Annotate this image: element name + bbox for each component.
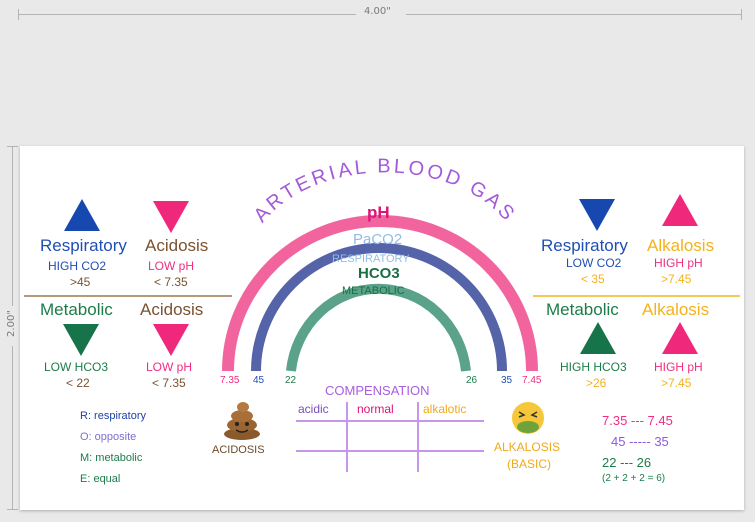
left-resp-value: HIGH CO2 [48,259,107,273]
rome-m: M: metabolic [80,452,143,464]
right-resp-threshold: < 35 [581,272,605,286]
rome-e: E: equal [80,473,121,485]
left-divider [24,295,232,297]
ph-down-arrow-icon [153,324,189,356]
arc-label-co2-low: 35 [501,375,513,386]
poop-emoji-icon [224,402,260,440]
arc-label-co2-high: 45 [253,375,265,386]
ph-down-arrow-icon [153,201,189,233]
ph-up-arrow-icon [662,194,698,226]
ruler-height-label: 2.00" [5,310,17,337]
right-alkalosis-title: Alkalosis [647,236,715,255]
right-meta-ph-threshold: >7.45 [661,376,692,390]
hco3-range: 22 --- 26 [602,455,652,470]
rainbow-arcs [222,215,538,372]
rome-r: R: respiratory [80,410,147,422]
paco2-arc [251,243,507,372]
right-metabolic-alkalosis-title: Alkalosis [642,300,710,319]
compensation-col-acidic: acidic [298,402,329,416]
ph-arc [222,215,538,372]
right-meta-value: HIGH HCO3 [560,360,627,374]
metabolic-arc-label: METABOLIC [342,285,405,297]
right-meta-threshold: >26 [586,376,607,390]
compensation-col-alkalotic: alkalotic [423,402,467,416]
arc-label-hco3-high: 26 [466,375,478,386]
arc-label-ph-low: 7.35 [220,375,240,386]
compensation-col-line [417,402,419,472]
right-resp-value: LOW CO2 [566,256,622,270]
ph-up-arrow-icon [662,322,698,354]
left-respiratory-title: Respiratory [40,236,127,255]
hco3-range-note: (2 + 2 + 2 = 6) [602,473,666,484]
vertical-ruler: 2.00" [2,146,20,510]
ruler-line [12,146,13,306]
arc-label-hco3-low: 22 [285,375,297,386]
right-alk-threshold: >7.45 [661,272,692,286]
ph-range: 7.35 --- 7.45 [602,413,673,428]
co2-up-arrow-icon [64,199,100,231]
alkalosis-subtitle: (BASIC) [507,457,552,471]
rome-o: O: opposite [80,431,137,443]
ph-arc-label: pH [367,203,390,222]
left-metabolic-acidosis-title: Acidosis [140,300,204,319]
co2-down-arrow-icon [579,199,615,231]
compensation-title: COMPENSATION [325,383,430,398]
right-respiratory-title: Respiratory [541,236,628,255]
ruler-line [406,14,742,15]
hco3-arc-label: HCO3 [358,265,400,282]
alkalosis-label: ALKALOSIS [494,440,561,454]
compensation-row-line [296,450,484,452]
left-acid-threshold: < 7.35 [154,275,188,289]
left-acidosis-title: Acidosis [145,236,209,255]
hco3-up-arrow-icon [580,322,616,354]
left-metabolic-title: Metabolic [40,300,113,319]
nauseated-face-icon [512,402,544,434]
compensation-col-normal: normal [357,402,394,416]
left-meta-ph-threshold: < 7.35 [152,376,186,390]
ruler-tick [741,9,742,20]
left-meta-threshold: < 22 [66,376,90,390]
right-meta-ph-value: HIGH pH [654,360,703,374]
hco3-down-arrow-icon [63,324,99,356]
paco2-arc-label: PaCO2 [353,231,403,248]
ruler-width-label: 4.00" [364,6,391,17]
compensation-row-line [296,420,484,422]
ruler-tick [7,509,18,510]
title-arc: ARTERIAL BLOOD GAS [250,156,518,227]
left-resp-threshold: >45 [70,275,91,289]
abg-infographic-canvas[interactable]: ARTERIAL BLOOD GAS pH PaCO2 RESPIRATORY … [20,146,744,510]
left-acid-value: LOW pH [148,259,195,273]
ruler-line [12,346,13,510]
ruler-line [18,14,356,15]
compensation-col-line [346,402,348,472]
hco3-arc [286,283,471,372]
right-alk-value: HIGH pH [654,256,703,270]
co2-range: 45 ----- 35 [611,434,669,449]
right-divider [533,295,740,297]
respiratory-arc-label: RESPIRATORY [332,253,410,265]
right-metabolic-title: Metabolic [546,300,619,319]
acidosis-label: ACIDOSIS [212,444,265,456]
left-meta-value: LOW HCO3 [44,360,109,374]
horizontal-ruler: 4.00" [18,6,742,22]
left-meta-ph-value: LOW pH [146,360,193,374]
arc-label-ph-high: 7.45 [522,375,542,386]
